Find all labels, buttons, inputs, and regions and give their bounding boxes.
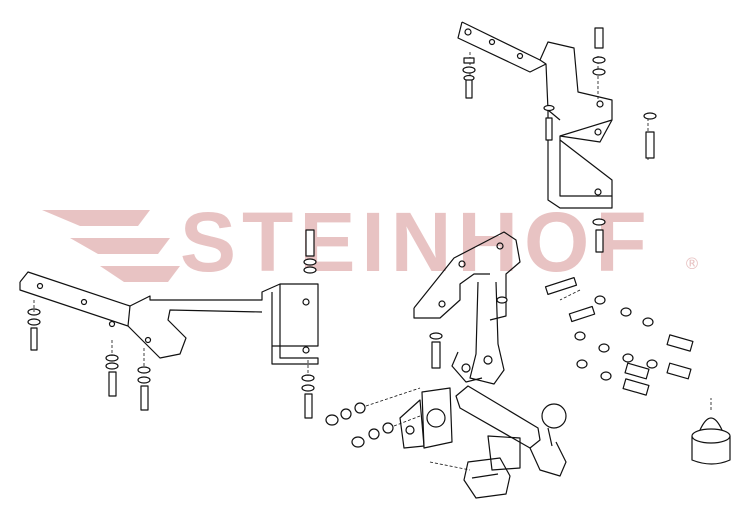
ball-cover-cap — [691, 398, 731, 465]
left-side-bracket — [19, 271, 319, 365]
steinhof-watermark: STEINHOF ® — [40, 196, 710, 286]
nut-group — [325, 387, 421, 448]
upper-fasteners — [462, 27, 657, 253]
left-fasteners — [27, 229, 317, 419]
electric-socket — [429, 457, 511, 499]
brand-name: STEINHOF — [180, 195, 653, 289]
steinhof-swoosh-logo — [42, 210, 180, 282]
towbar-arm — [455, 385, 567, 477]
center-mount-plate — [413, 231, 521, 385]
right-side-bracket — [457, 21, 649, 209]
socket-plate — [399, 387, 453, 449]
registered-mark: ® — [684, 254, 700, 273]
mounting-bolts — [544, 276, 694, 396]
